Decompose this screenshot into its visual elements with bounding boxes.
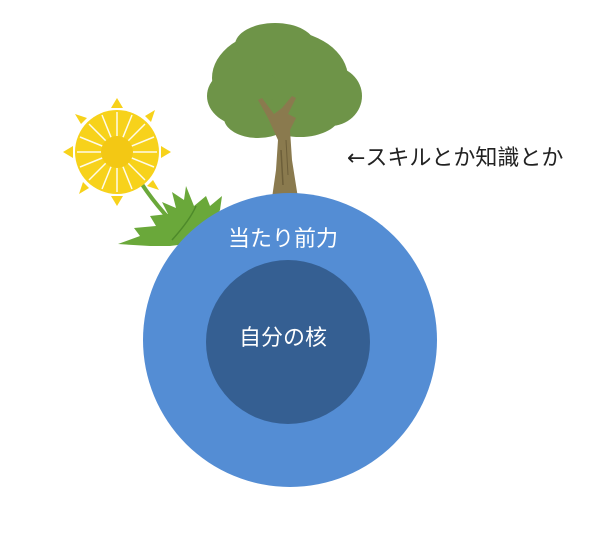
dandelion-icon bbox=[63, 98, 222, 246]
tree-icon bbox=[207, 23, 362, 198]
outer-circle-label: 当たり前力 bbox=[228, 227, 339, 252]
inner-circle bbox=[206, 260, 370, 424]
skills-annotation: ←スキルとか知識とか bbox=[347, 146, 564, 171]
inner-circle-label: 自分の核 bbox=[239, 326, 328, 351]
